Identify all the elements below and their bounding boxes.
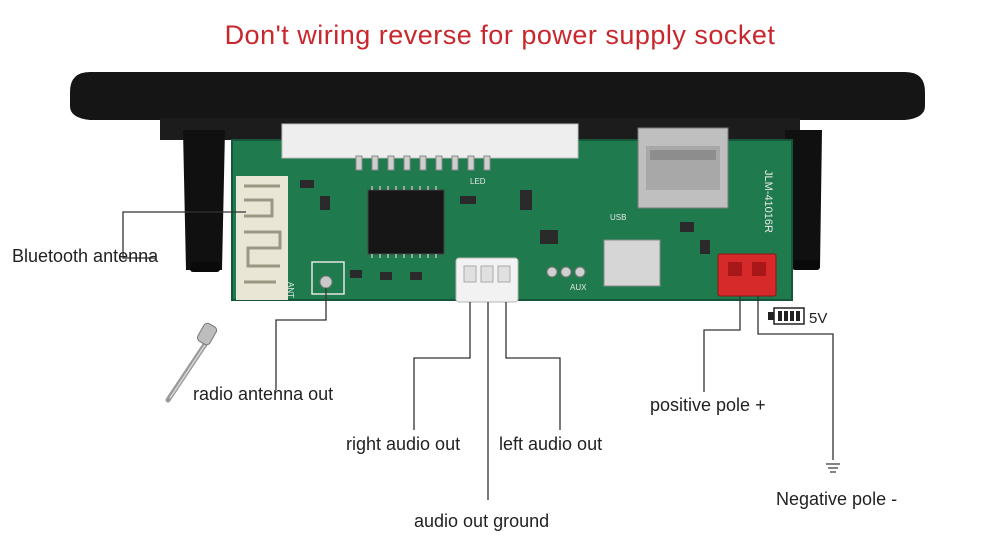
- model-marking: JLM-41016R: [762, 170, 774, 233]
- led-marking: LED: [470, 177, 486, 186]
- metal-component: [603, 239, 661, 287]
- radio-antenna-rod: [165, 322, 218, 403]
- right-audio-leader: [413, 302, 471, 430]
- main-chip: [367, 189, 445, 255]
- usb-marking: USB: [610, 213, 626, 222]
- label-radio-antenna-out: radio antenna out: [193, 384, 334, 404]
- label-left-audio-out: left audio out: [499, 434, 603, 454]
- ant-marking: ANT: [286, 282, 295, 298]
- leader-lines: [122, 211, 834, 500]
- right-mount-post: [785, 130, 822, 268]
- radio-antenna-leader: [275, 288, 327, 390]
- label-negative-pole: Negative pole -: [776, 489, 898, 509]
- power-connector: [717, 253, 777, 297]
- battery-icon: [768, 307, 805, 325]
- bluetooth-leader: [122, 211, 246, 259]
- display-pins: [355, 155, 491, 171]
- ant-pad: [319, 275, 333, 289]
- label-5v: 5V: [809, 310, 828, 327]
- pcb-board: ANT AUX USB LED JLM-41016R: [231, 123, 793, 303]
- label-audio-out-ground: audio out ground: [414, 511, 550, 531]
- label-right-audio-out: right audio out: [346, 434, 461, 454]
- aux-marking: AUX: [570, 283, 587, 292]
- positive-leader: [703, 296, 741, 392]
- label-bluetooth-antenna: Bluetooth antenna: [12, 246, 159, 266]
- left-mount-post: [183, 130, 225, 270]
- warning-title: Don't wiring reverse for power supply so…: [224, 20, 776, 50]
- bluetooth-antenna-trace: [236, 176, 288, 300]
- negative-leader: [757, 296, 834, 460]
- aux-pads: [546, 266, 586, 278]
- left-audio-leader: [505, 302, 561, 430]
- label-positive-pole: positive pole +: [650, 395, 766, 415]
- ground-icon: [826, 463, 840, 473]
- display-window: [281, 123, 579, 159]
